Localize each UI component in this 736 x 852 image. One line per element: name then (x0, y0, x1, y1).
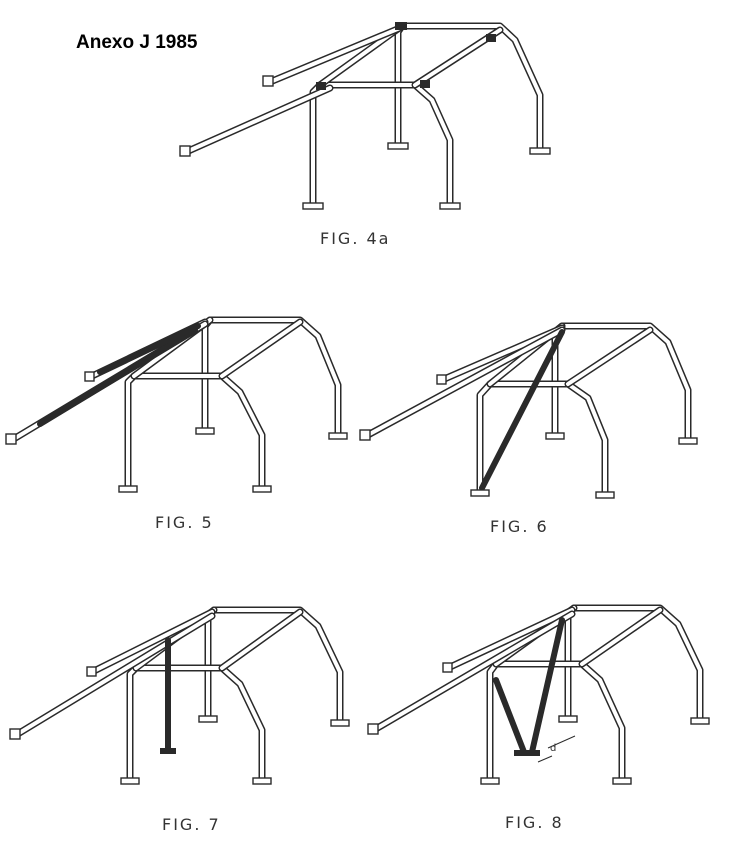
dimension-label: d (550, 743, 556, 754)
foot-plate (120, 777, 140, 785)
dimension-arrow (537, 755, 553, 763)
figure-4a: FIG. 4a (179, 22, 551, 248)
mount-cap (86, 666, 97, 677)
mount-cap (5, 433, 17, 445)
foot-plate (328, 432, 348, 440)
mount-cap (359, 429, 371, 441)
foot-plate (558, 715, 578, 723)
roll-cage-6 (359, 322, 698, 499)
joint-connector (486, 34, 496, 42)
figure-caption: FIG. 7 (162, 815, 221, 834)
figure-caption: FIG. 8 (505, 813, 564, 832)
roll-cage-5 (5, 316, 348, 493)
figure-caption: FIG. 6 (490, 517, 549, 536)
foot-plate (595, 491, 615, 499)
joint-connector (316, 82, 326, 90)
joint-connector (395, 22, 407, 30)
page-title: Anexo J 1985 (76, 32, 198, 53)
dimension-arrow (547, 735, 576, 749)
mount-cap (436, 374, 447, 385)
figure-7: FIG. 7 (9, 606, 350, 834)
figure-6: FIG. 6 (359, 322, 698, 536)
brace-foot (514, 750, 540, 756)
mount-cap (442, 662, 453, 673)
foot-plate (118, 485, 138, 493)
roll-cage-4a (179, 22, 551, 210)
diagonal-brace (493, 677, 527, 755)
figure-8: d FIG. 8 (367, 604, 710, 832)
foot-plate (678, 437, 698, 445)
foot-plate (690, 717, 710, 725)
mount-cap (367, 723, 379, 735)
figure-caption: FIG. 4a (320, 229, 390, 248)
diagonal-brace (37, 327, 198, 427)
mount-cap (9, 728, 21, 740)
foot-plate (195, 427, 215, 435)
figure-caption: FIG. 5 (155, 513, 214, 532)
roll-cage-8: d (367, 604, 710, 785)
figure-5: FIG. 5 (5, 316, 348, 532)
foot-plate (612, 777, 632, 785)
foot-plate (252, 485, 272, 493)
brace-foot (160, 748, 176, 754)
foot-plate (302, 202, 324, 210)
mount-cap (262, 75, 274, 87)
foot-plate (387, 142, 409, 150)
front-hoop (476, 380, 609, 498)
diagonal-brace (529, 617, 565, 755)
roll-cage-7 (9, 606, 350, 785)
foot-plate (529, 147, 551, 155)
diagonal-brace (97, 323, 201, 375)
foot-plate (439, 202, 461, 210)
foot-plate (330, 719, 350, 727)
mount-cap (84, 371, 95, 382)
mount-cap (179, 145, 191, 157)
diagonal-brace (479, 329, 565, 491)
foot-plate (198, 715, 218, 723)
foot-plate (470, 489, 490, 497)
joint-connector (420, 80, 430, 88)
front-hoop (309, 81, 454, 209)
foot-plate (480, 777, 500, 785)
foot-plate (252, 777, 272, 785)
foot-plate (545, 432, 565, 440)
